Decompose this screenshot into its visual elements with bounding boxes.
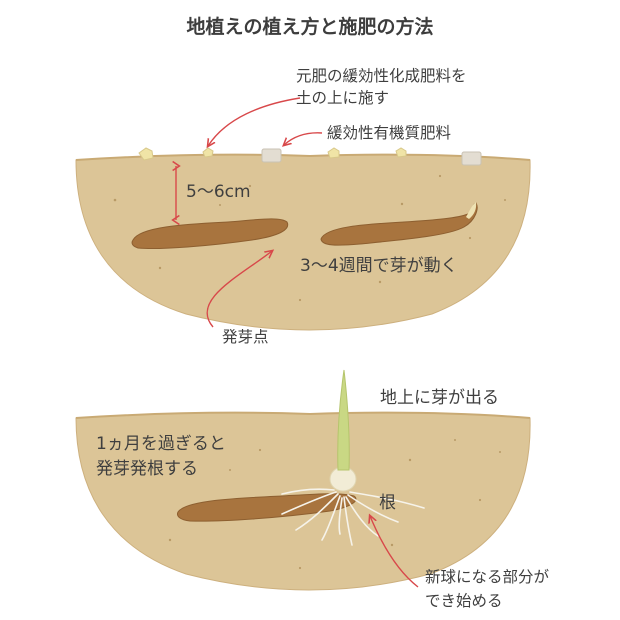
sprouting-point-arrow [206,251,272,328]
top-soil-section [75,147,531,331]
fertilizer-instruction-line2: 土の上に施す [296,89,389,107]
fertilizer-leader-arrow [208,97,301,146]
page-title: 地植えの植え方と施肥の方法 [186,15,433,38]
new-bulb-arrow [370,516,419,588]
fertilizer-granule [202,147,214,158]
fertilizer-instruction-line1: 元肥の緩効性化成肥料を [296,67,467,85]
root-label: 根 [379,493,396,513]
organic-fertilizer-chunk [461,151,482,166]
organic-fertilizer-chunk [261,148,282,163]
sprouting-point-label: 発芽点 [222,328,269,346]
fertilizer-granule [327,147,340,159]
fertilizer-type-leader [284,132,323,145]
fertilizer-granule [138,147,154,161]
sprout-time-label: 3〜4週間で芽が動く [300,256,458,276]
fertilizer-granule [395,147,407,158]
sprout-tip [466,202,477,219]
bottom-soil-section [75,369,531,591]
rooting-label-line2: 発芽発根する [96,459,198,479]
soil-speckles [118,439,501,570]
rhizome [131,218,289,250]
roots [281,488,425,546]
soil-speckles [113,174,506,302]
sprout-emerges-label: 地上に芽が出る [380,388,499,408]
new-bulb-label-line2: でき始める [425,592,503,610]
new-bulb-label-line1: 新球になる部分が [425,568,550,586]
rooting-label-line1: 1ヵ月を過ぎると [96,434,226,454]
fertilizer-type-label: 緩効性有機質肥料 [327,124,451,142]
new-bulb [329,466,357,492]
sprout-shoot [337,369,350,471]
depth-label: 5〜6cm [186,182,251,202]
bottom-soil-surface [75,411,531,419]
fertilizer-granules [138,147,482,166]
